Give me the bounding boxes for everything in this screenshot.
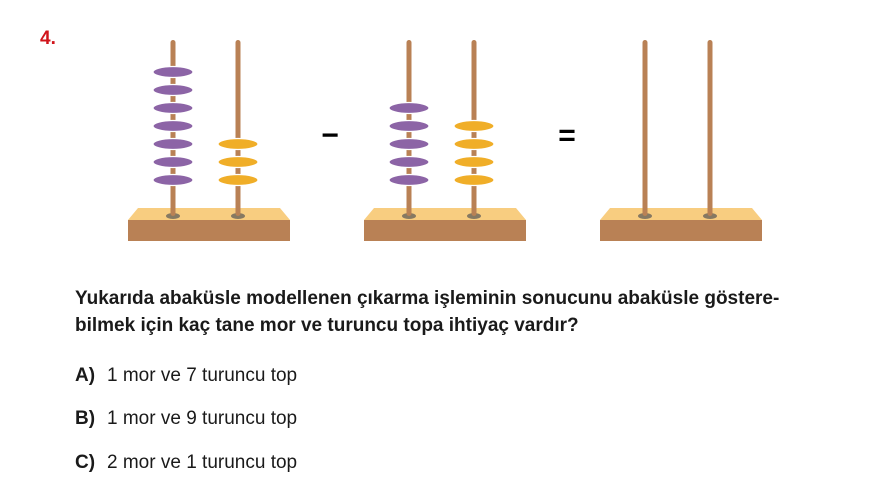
abacus-bead bbox=[388, 101, 430, 115]
abacus bbox=[600, 40, 762, 241]
question-line-2: bilmek için kaç tane mor ve turuncu topa… bbox=[75, 315, 579, 336]
option-text: 1 mor ve 7 turuncu top bbox=[107, 365, 298, 386]
option-text: 2 mor ve 1 turuncu top bbox=[107, 452, 298, 473]
option-letter: B) bbox=[75, 408, 96, 429]
abacus-rod bbox=[235, 40, 241, 216]
option-letter: C) bbox=[75, 452, 96, 473]
abacus-rod bbox=[707, 40, 713, 216]
abacus-bead bbox=[388, 173, 430, 187]
question-line-1: Yukarıda abaküsle modellenen çıkarma işl… bbox=[75, 288, 780, 309]
option-text: 1 mor ve 9 turuncu top bbox=[107, 408, 298, 429]
question-number: 4. bbox=[40, 28, 56, 49]
abacus-rod bbox=[642, 40, 648, 216]
abacus-bead bbox=[152, 173, 194, 187]
question-text: Yukarıda abaküsle modellenen çıkarma işl… bbox=[75, 285, 875, 339]
abacus-illustration: − = bbox=[128, 40, 762, 241]
abacus-base-front bbox=[600, 220, 762, 241]
abacus-bead bbox=[152, 119, 194, 133]
minus-operator: − bbox=[321, 119, 339, 152]
option-letter: A) bbox=[75, 365, 96, 386]
abacus-bead bbox=[217, 173, 259, 187]
abacus-bead bbox=[453, 155, 495, 169]
abacus-base-front bbox=[364, 220, 526, 241]
abacus-bead bbox=[453, 137, 495, 151]
option-b[interactable]: B) 1 mor ve 9 turuncu top bbox=[75, 408, 297, 430]
abacus-bead bbox=[453, 119, 495, 133]
abacus-bead bbox=[152, 101, 194, 115]
abacus-bead bbox=[152, 83, 194, 97]
abacus-bead bbox=[388, 137, 430, 151]
abacus-bead bbox=[453, 173, 495, 187]
abacus-base-front bbox=[128, 220, 290, 241]
abacus-bead bbox=[217, 137, 259, 151]
option-a[interactable]: A) 1 mor ve 7 turuncu top bbox=[75, 365, 297, 387]
abacus-bead bbox=[217, 155, 259, 169]
abacus-base-top bbox=[600, 208, 762, 220]
abacus bbox=[364, 40, 526, 241]
abacus-base-top bbox=[128, 208, 290, 220]
abacus bbox=[128, 40, 290, 241]
abacus-bead bbox=[152, 155, 194, 169]
abacus-bead bbox=[388, 155, 430, 169]
equals-operator: = bbox=[558, 119, 576, 152]
option-c[interactable]: C) 2 mor ve 1 turuncu top bbox=[75, 452, 297, 474]
abacus-bead bbox=[388, 119, 430, 133]
abacus-bead bbox=[152, 137, 194, 151]
abacus-bead bbox=[152, 65, 194, 79]
abacus-base-top bbox=[364, 208, 526, 220]
